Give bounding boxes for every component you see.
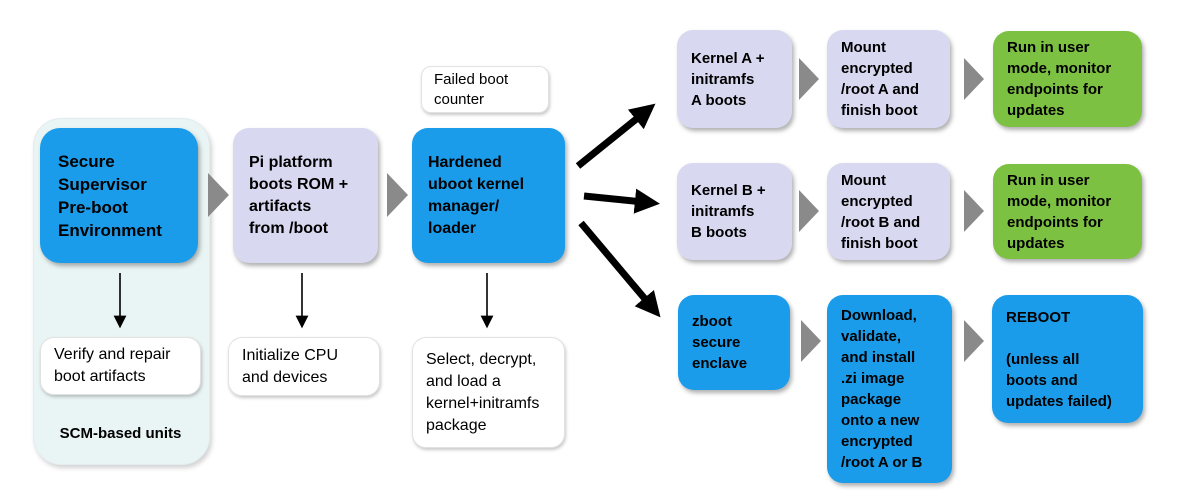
chevron-arrow-2 — [387, 173, 408, 217]
chevron-arrow-1 — [208, 173, 229, 217]
chevron-arrow-a2 — [964, 58, 984, 100]
fanout-arrow-kernel-a — [575, 103, 656, 169]
node-download-validate: Download, validate, and install .zi imag… — [827, 295, 952, 483]
node-run-user-mode-b: Run in user mode, monitor endpoints for … — [993, 164, 1142, 259]
node-secure-supervisor: Secure Supervisor Pre-boot Environment — [40, 128, 198, 263]
node-kernel-b: Kernel B + initramfs B boots — [677, 163, 792, 260]
node-run-user-mode-a: Run in user mode, monitor endpoints for … — [993, 31, 1142, 127]
chevron-arrow-a1 — [799, 58, 819, 100]
chevron-arrow-b1 — [799, 190, 819, 232]
chevron-arrow-c2 — [964, 320, 984, 362]
node-verify-repair: Verify and repair boot artifacts — [40, 337, 201, 395]
fanout-arrow-kernel-b — [583, 188, 660, 214]
node-pi-platform: Pi platform boots ROM + artifacts from /… — [233, 128, 378, 263]
node-reboot: REBOOT (unless all boots and updates fai… — [992, 295, 1143, 423]
chevron-arrow-c1 — [801, 320, 821, 362]
node-mount-root-a: Mount encrypted /root A and finish boot — [827, 30, 950, 128]
node-mount-root-b: Mount encrypted /root B and finish boot — [827, 163, 950, 260]
node-hardened-uboot: Hardened uboot kernel manager/ loader — [412, 128, 565, 263]
node-zboot-enclave: zboot secure enclave — [678, 295, 790, 390]
scm-group-label: SCM-based units — [59, 425, 182, 442]
node-initialize-cpu: Initialize CPU and devices — [228, 337, 380, 396]
fanout-arrow-zboot — [578, 220, 661, 318]
node-select-decrypt: Select, decrypt, and load a kernel+initr… — [412, 337, 565, 448]
node-kernel-a: Kernel A + initramfs A boots — [677, 30, 792, 128]
chevron-arrow-b2 — [964, 190, 984, 232]
node-failed-boot-counter: Failed boot counter — [421, 66, 549, 113]
